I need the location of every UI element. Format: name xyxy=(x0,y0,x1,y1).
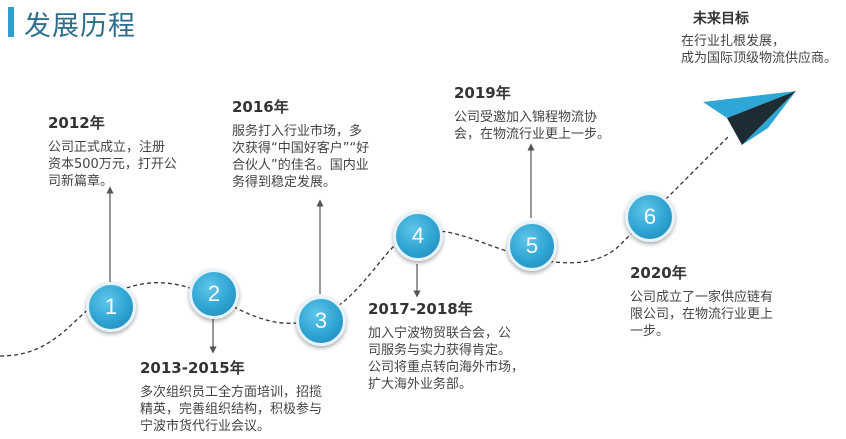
page-title: 发展历程 xyxy=(24,11,136,42)
milestone-desc-line: 加入宁波物贸联合会，公 xyxy=(368,326,512,341)
milestone-desc-line: 公司正式成立，注册 xyxy=(48,140,166,155)
milestone-desc-line: 宁波市货代行业会议。 xyxy=(140,419,271,434)
milestone-desc-line: 合伙人”的佳名。国内业 xyxy=(232,158,369,173)
title-accent-bar xyxy=(8,7,14,37)
future-goal-title: 未来目标 xyxy=(693,11,749,27)
milestone-desc-line: 公司将重点转向海外市场， xyxy=(368,360,525,375)
milestone-year: 2012年 xyxy=(48,114,105,132)
paper-plane-icon xyxy=(703,91,796,145)
milestone-2016: 2016年 服务打入行业市场，多 次获得“中国好客户”“好 合伙人”的佳名。国内… xyxy=(232,96,369,191)
milestone-year: 2019年 xyxy=(454,84,511,102)
milestone-desc-line: 公司成立了一家供应链有 xyxy=(630,290,774,305)
milestone-circle-3: 3 xyxy=(296,296,346,346)
milestone-2020: 2020年 公司成立了一家供应链有 限公司，在物流行业更上 一步。 xyxy=(630,262,773,340)
milestone-desc-line: 多次组织员工全方面培训，招揽 xyxy=(140,385,323,400)
milestone-desc-line: 务得到稳定发展。 xyxy=(232,175,337,190)
milestone-year: 2017-2018年 xyxy=(368,300,473,318)
milestone-year: 2016年 xyxy=(232,98,289,116)
milestone-desc-line: 司新篇章。 xyxy=(48,174,114,189)
milestone-desc-line: 精英，完善组织结构，积极参与 xyxy=(140,402,323,417)
milestone-2019: 2019年 公司受邀加入锦程物流协 会，在物流行业更上一步。 xyxy=(454,82,610,143)
milestone-desc-line: 扩大海外业务部。 xyxy=(368,377,473,392)
milestone-year: 2020年 xyxy=(630,264,687,282)
milestone-2013-2015: 2013-2015年 多次组织员工全方面培训，招揽 精英，完善组织结构，积极参与… xyxy=(140,357,322,435)
milestone-circle-6: 6 xyxy=(625,192,675,242)
milestone-circle-4: 4 xyxy=(393,211,443,261)
milestone-circle-1: 1 xyxy=(86,282,136,332)
milestone-desc-line: 次获得“中国好客户”“好 xyxy=(232,141,370,156)
milestone-2017-2018: 2017-2018年 加入宁波物贸联合会，公 司服务与实力获得肯定。 公司将重点… xyxy=(368,298,524,393)
future-goal-desc: 在行业扎根发展， 成为国际顶级物流供应商。 xyxy=(681,33,837,67)
milestone-desc-line: 会，在物流行业更上一步。 xyxy=(454,127,611,142)
milestone-desc-line: 一步。 xyxy=(630,324,670,339)
milestone-circle-5: 5 xyxy=(507,221,557,271)
milestone-2012: 2012年 公司正式成立，注册 资本500万元，打开公 司新篇章。 xyxy=(48,112,177,190)
milestone-circle-2: 2 xyxy=(189,269,239,319)
milestone-desc-line: 司服务与实力获得肯定。 xyxy=(368,343,512,358)
goal-desc-line: 在行业扎根发展， xyxy=(681,34,786,49)
milestone-desc-line: 限公司，在物流行业更上 xyxy=(630,307,774,322)
goal-desc-line: 成为国际顶级物流供应商。 xyxy=(681,51,838,66)
milestone-desc-line: 服务打入行业市场，多 xyxy=(232,124,363,139)
milestone-desc-line: 公司受邀加入锦程物流协 xyxy=(454,110,598,125)
milestone-year: 2013-2015年 xyxy=(140,359,245,377)
milestone-desc-line: 资本500万元，打开公 xyxy=(48,157,177,172)
